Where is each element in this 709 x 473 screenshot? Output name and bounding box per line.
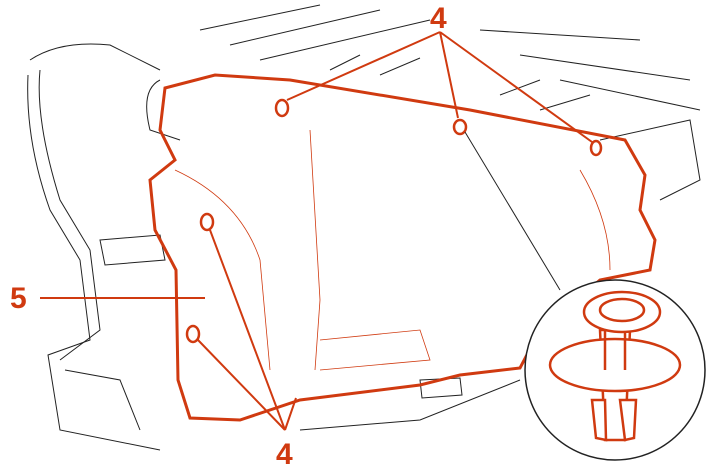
clip-fastener-detail: [548, 290, 682, 442]
panel-contours: [174, 129, 611, 371]
vehicle-body-linework: [27, 4, 701, 451]
detail-leader: [464, 131, 561, 291]
fastener-hole: [452, 118, 468, 136]
trim-panel-outline: [148, 73, 657, 422]
callout-label-fastener-top: 4: [430, 2, 447, 35]
fastener-hole: [274, 98, 290, 118]
fastener-hole: [199, 212, 215, 232]
callout-label-trim-panel: 5: [10, 282, 27, 315]
fastener-hole: [589, 139, 603, 157]
leader-lines: [40, 31, 593, 431]
fastener-holes: [185, 98, 603, 344]
fastener-hole: [185, 324, 201, 344]
callout-label-fastener-bottom: 4: [276, 438, 293, 471]
